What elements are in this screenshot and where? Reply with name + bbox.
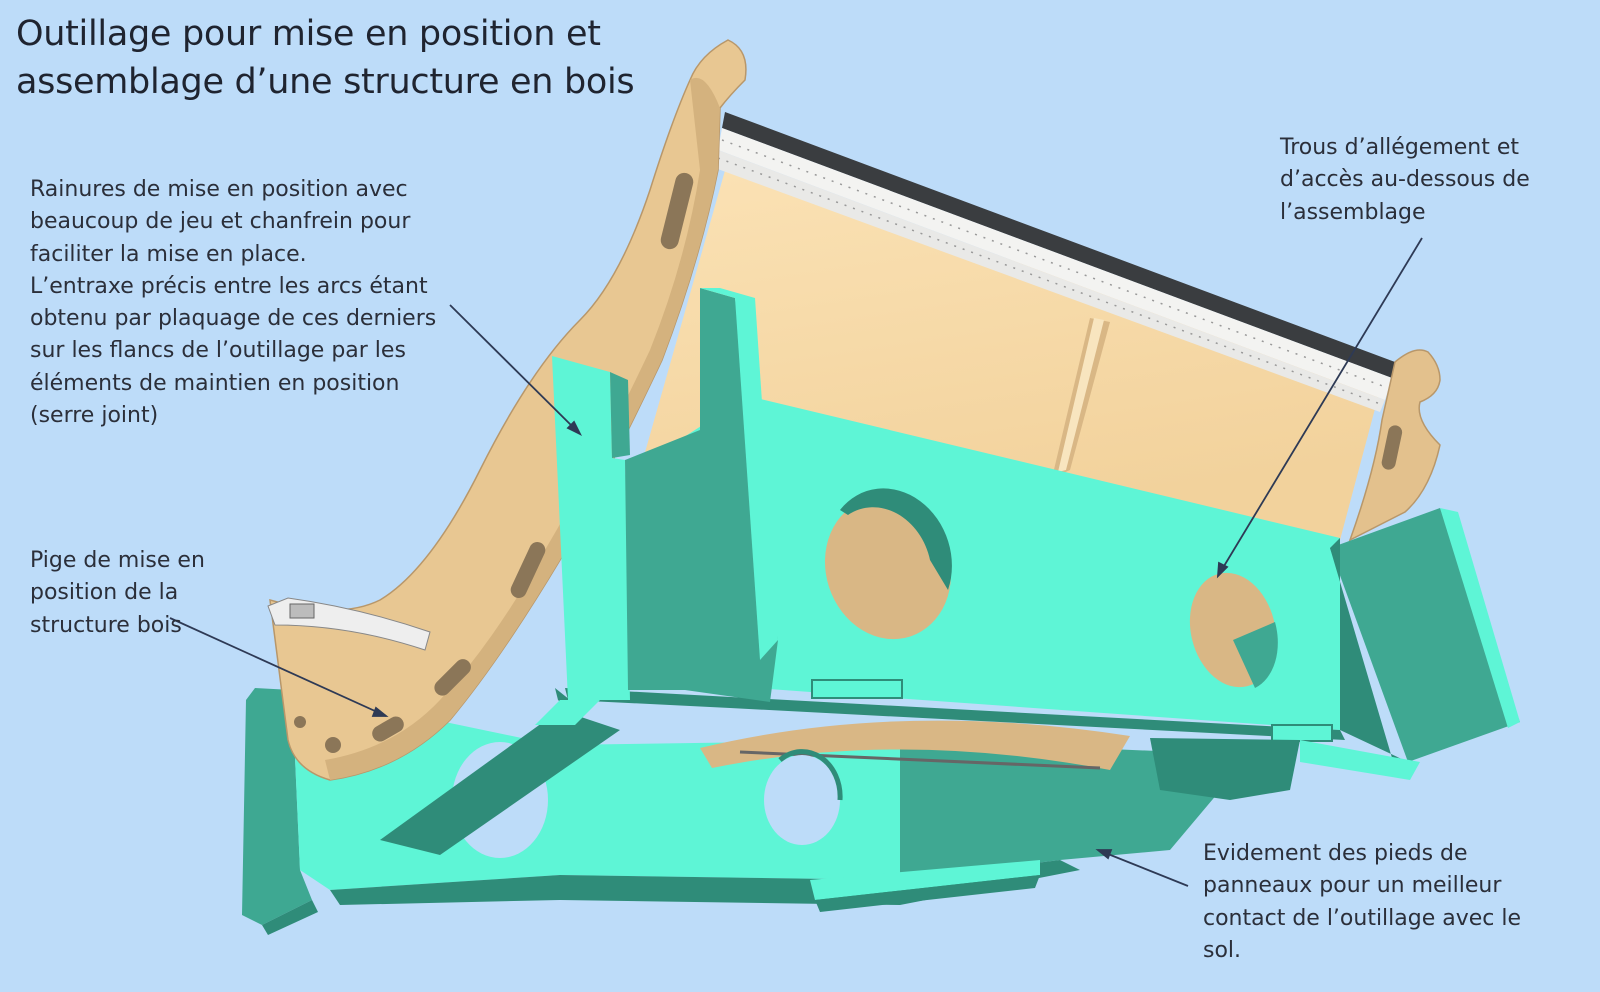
perforated-top-strip [722,112,1395,378]
leader-pige [169,617,387,717]
wood-structure [267,39,1441,781]
upper-tooling-frame [380,288,1520,855]
annotation-line: éléments de maintien en position [30,370,400,396]
front-slotted-board [552,356,630,700]
right-end-board [1330,508,1520,762]
arrowhead-pige [371,706,389,717]
annotation-pige: Pige de mise en position de la structure… [30,545,205,642]
annotation-line: Rainures de mise en position avec [30,177,408,202]
annotation-line: beaucoup de jeu et chanfrein pour [30,209,411,235]
leader-trous [1217,237,1423,577]
long-side-panel [615,396,1340,730]
leader-rainures [449,304,581,435]
annotation-line: L’entraxe précis entre les arcs étant [30,273,428,299]
annotation-line: structure bois [30,612,182,638]
page-title: Outillage pour mise en position et assem… [16,10,635,106]
arrowhead-rainures [566,420,583,437]
annotation-line: panneaux pour un meilleur [1203,873,1502,899]
annotation-line: l’assemblage [1280,199,1426,225]
annotation-line: d’accès au-dessous de [1280,167,1530,193]
arrowhead-trous [1216,561,1229,579]
leader-lines [169,237,1423,887]
title-line: Outillage pour mise en position et [16,14,601,54]
annotation-line: position de la [30,580,179,606]
annotation-line: (serre joint) [30,403,159,429]
annotation-rainures: Rainures de mise en position avec beauco… [30,174,436,432]
annotation-trous: Trous d’allégement et d’accès au-dessous… [1280,132,1530,229]
diagonal-board [380,710,620,855]
annotation-line: contact de l’outillage avec le [1203,905,1522,931]
inner-support-board [625,288,778,702]
leader-evidement [1097,849,1189,887]
title-line: assemblage d’une structure en bois [16,62,635,102]
annotation-line: faciliter la mise en place. [30,241,307,267]
annotation-line: Evidement des pieds de [1203,841,1468,866]
lower-lightening-hole [764,755,840,845]
annotation-line: obtenu par plaquage de ces derniers [30,306,437,332]
annotation-evidement: Evidement des pieds de panneaux pour un … [1203,838,1521,967]
annotation-line: Pige de mise en [30,548,205,573]
annotation-line: sol. [1203,937,1242,963]
annotation-line: Trous d’allégement et [1280,135,1520,160]
arrowhead-evidement [1095,849,1113,860]
annotation-line: sur les flancs de l’outillage par les [30,338,406,364]
